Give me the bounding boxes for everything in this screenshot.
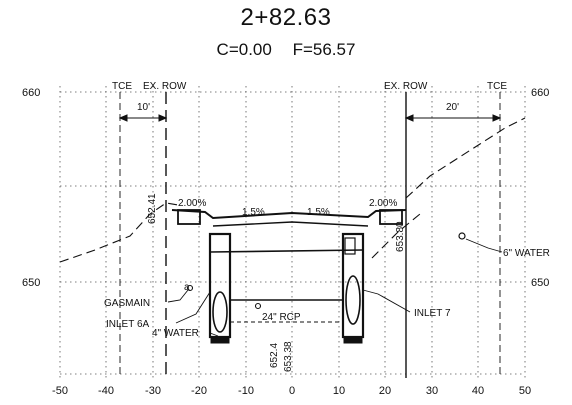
- gasmain-leader: [167, 289, 189, 303]
- x-tick: -50: [52, 385, 68, 397]
- slope-right-outer: 2.00%: [369, 198, 397, 209]
- ex-row-right-label: EX. ROW: [384, 81, 428, 92]
- x-tick: -10: [238, 385, 254, 397]
- x-tick: 10: [333, 385, 345, 397]
- dim-right-label: 20': [446, 102, 459, 113]
- water-4-label: 4" WATER: [152, 328, 199, 339]
- gasmain-label: GASMAIN: [104, 298, 150, 309]
- inlet-7-pipe-icon: [345, 275, 361, 325]
- cut-value: C=0.00: [216, 40, 272, 59]
- water-4-leader: [209, 332, 219, 337]
- x-tick: 50: [519, 385, 531, 397]
- top-slab: [209, 249, 364, 253]
- fill-value: F=56.57: [292, 40, 356, 59]
- footing-right: [343, 337, 363, 344]
- gasmain-circle-icon: [186, 284, 194, 292]
- x-tick: -30: [145, 385, 161, 397]
- x-axis-ticks: -50 -40 -30 -20 -10 0 10 20 30 40 50: [52, 385, 531, 397]
- curb-right: [379, 209, 403, 225]
- curb-left: [177, 209, 201, 225]
- y-tick-right-650: 650: [531, 277, 549, 289]
- arrow-right-icon: [158, 114, 168, 122]
- inlet-6a-pipe-icon: [212, 291, 228, 333]
- station-title: 2+82.63: [240, 4, 332, 31]
- inlet-6a-label: INLET 6A: [106, 319, 149, 330]
- inlet-7-grate-icon: [344, 237, 356, 255]
- inlet-6a-wall: [208, 232, 232, 339]
- y-tick-left-660: 660: [22, 87, 40, 99]
- cut-fill-values: C=0.00 F=56.57: [0, 40, 572, 60]
- water-6-circle-icon: [458, 232, 466, 240]
- x-tick: 40: [472, 385, 484, 397]
- roadway-base: [212, 221, 369, 227]
- footing-left: [210, 337, 230, 344]
- dimension-lines: [118, 114, 502, 122]
- tce-left-label: TCE: [112, 81, 132, 92]
- arrow-left-icon: [118, 114, 128, 122]
- trench-structure: [208, 232, 365, 344]
- dim-left-label: 10': [137, 102, 150, 113]
- slope-left-inner: 1.5%: [242, 207, 265, 218]
- existing-ground-line: [59, 117, 526, 263]
- tce-right-label: TCE: [487, 81, 507, 92]
- y-tick-right-660: 660: [531, 87, 549, 99]
- elev-left-ground: 652.41: [147, 193, 158, 224]
- arrow-left-icon: [404, 114, 414, 122]
- x-tick: 30: [426, 385, 438, 397]
- slope-left-outer: 2.00%: [178, 198, 206, 209]
- mark-a: a: [184, 282, 190, 293]
- rcp-label: 24" RCP: [262, 312, 301, 323]
- pipe-trench: [229, 270, 344, 301]
- elev-bottom-1: 652.4: [269, 343, 280, 368]
- arrow-right-icon: [492, 114, 502, 122]
- leader-lines: [167, 238, 503, 337]
- x-tick: 20: [379, 385, 391, 397]
- inlet-6a-leader: [175, 291, 211, 324]
- x-tick: 0: [289, 385, 295, 397]
- ex-row-left-label: EX. ROW: [143, 81, 187, 92]
- x-tick: -20: [191, 385, 207, 397]
- grid: [59, 86, 526, 378]
- y-tick-left-650: 650: [22, 277, 40, 289]
- water-6-leader: [465, 238, 503, 253]
- x-tick: -40: [98, 385, 114, 397]
- roadway-surface: [171, 209, 407, 220]
- limit-lines: [119, 92, 501, 378]
- elev-bottom-2: 653.38: [283, 341, 294, 372]
- water-6-label: 6" WATER: [503, 248, 550, 259]
- slope-right-inner: 1.5%: [307, 207, 330, 218]
- elev-right-ground: 653.80: [395, 221, 406, 252]
- rcp-circle-icon: [254, 302, 262, 310]
- inlet-7-label: INLET 7: [414, 308, 451, 319]
- inlet-7-leader: [362, 289, 411, 313]
